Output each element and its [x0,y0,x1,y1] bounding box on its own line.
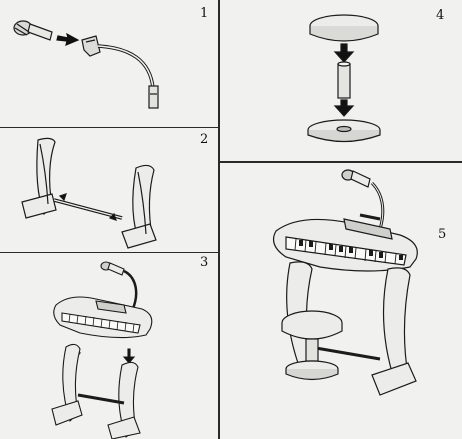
step-3-illustration [0,253,218,439]
step-4-panel: 4 [220,0,462,161]
step-2-panel: 2 [0,128,218,252]
microphone-icon [14,21,52,40]
stand-icon [22,138,56,218]
step-1-panel: 1 [0,0,218,127]
keyboard-icon [54,297,152,338]
arrow-icon [57,34,78,45]
step-4-illustration [220,0,462,161]
step-3-panel: 3 [0,253,218,439]
stool-icon [310,15,378,41]
step-5-illustration [220,163,462,439]
step-2-illustration [0,128,218,252]
step-5-panel: 5 [220,163,462,439]
step-1-illustration [0,0,218,127]
